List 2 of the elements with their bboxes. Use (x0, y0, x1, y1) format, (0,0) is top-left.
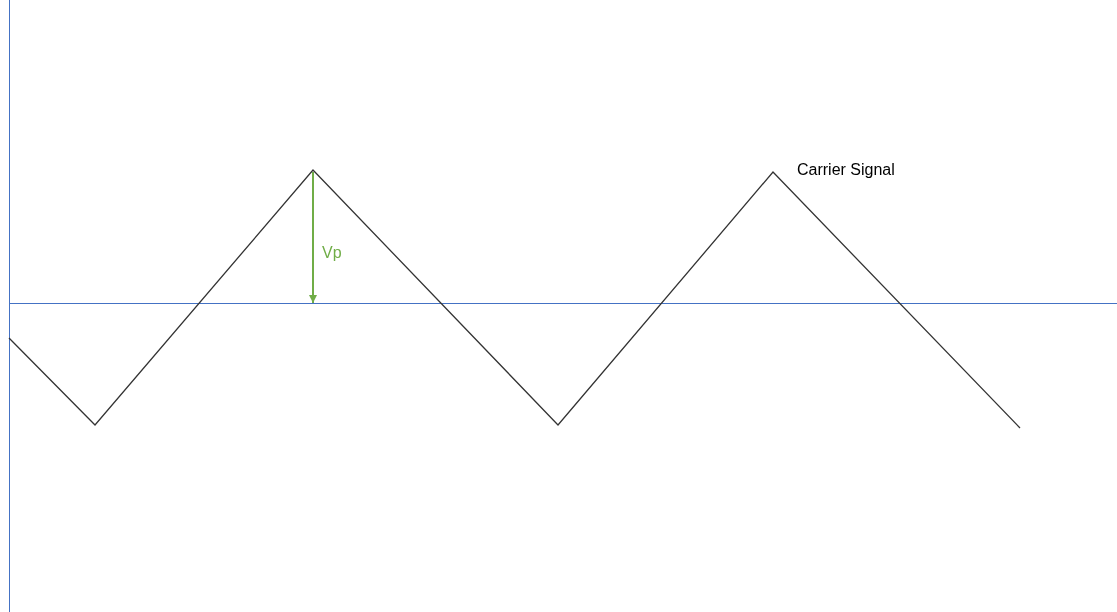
signal-label: Carrier Signal (797, 160, 895, 180)
amplitude-label: Vp (322, 243, 342, 263)
